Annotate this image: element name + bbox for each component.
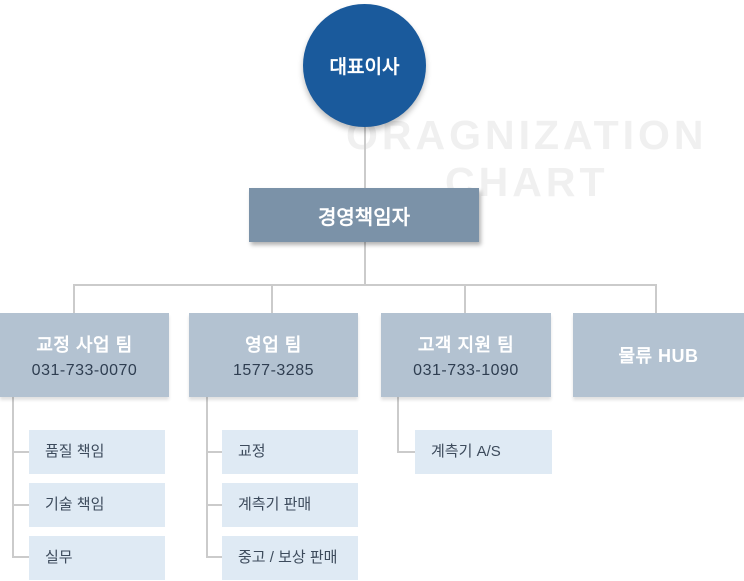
connector-drop-dept-1 xyxy=(271,284,273,313)
connector-dept1-spine xyxy=(206,397,208,558)
ceo-label: 대표이사 xyxy=(329,57,400,78)
connector-rail xyxy=(73,284,657,286)
sub-item-operations: 실무 xyxy=(29,536,165,580)
connector-dept0-elbow-1 xyxy=(12,504,29,506)
connector-dept1-elbow-2 xyxy=(206,556,222,558)
dept-calibration-title: 교정 사업 팀 xyxy=(36,334,133,355)
sub-item-used-tradein-sales: 중고 / 보상 판매 xyxy=(222,536,358,580)
sub-item-instrument-as: 계측기 A/S xyxy=(415,430,552,474)
watermark-text: ORAGNIZATION CHART xyxy=(346,112,708,206)
manager-node: 경영책임자 xyxy=(249,188,479,242)
dept-customer-support-team: 고객 지원 팀 031-733-1090 xyxy=(381,313,551,397)
sub-item-instrument-sales: 계측기 판매 xyxy=(222,483,358,527)
watermark-line-1: ORAGNIZATION xyxy=(346,112,708,158)
connector-manager-rail xyxy=(364,242,366,285)
dept-logistics-hub: 물류 HUB xyxy=(573,313,744,397)
connector-dept0-spine xyxy=(12,397,14,558)
connector-dept2-elbow-0 xyxy=(397,451,415,453)
dept-calibration-phone: 031-733-0070 xyxy=(31,361,138,379)
dept-sales-phone: 1577-3285 xyxy=(232,361,314,379)
connector-dept0-elbow-0 xyxy=(12,451,29,453)
sub-item-calibration: 교정 xyxy=(222,430,358,474)
connector-dept1-elbow-1 xyxy=(206,504,222,506)
manager-label: 경영책임자 xyxy=(318,206,410,229)
connector-drop-dept-2 xyxy=(464,284,466,313)
connector-dept2-spine xyxy=(397,397,399,453)
dept-sales-team: 영업 팀 1577-3285 xyxy=(189,313,358,397)
dept-logistics-hub-title: 물류 HUB xyxy=(618,346,699,366)
connector-dept0-elbow-2 xyxy=(12,556,29,558)
sub-item-quality-lead: 품질 책임 xyxy=(29,430,165,474)
dept-sales-title: 영업 팀 xyxy=(245,334,302,355)
dept-customer-support-title: 고객 지원 팀 xyxy=(417,334,515,355)
sub-item-technical-lead: 기술 책임 xyxy=(29,483,165,527)
connector-dept1-elbow-0 xyxy=(206,451,222,453)
dept-calibration-team: 교정 사업 팀 031-733-0070 xyxy=(0,313,169,397)
connector-drop-dept-0 xyxy=(73,284,75,313)
connector-ceo-manager xyxy=(364,127,366,189)
ceo-node: 대표이사 xyxy=(303,4,426,127)
connector-drop-dept-3 xyxy=(655,284,657,313)
dept-customer-support-phone: 031-733-1090 xyxy=(413,361,519,379)
